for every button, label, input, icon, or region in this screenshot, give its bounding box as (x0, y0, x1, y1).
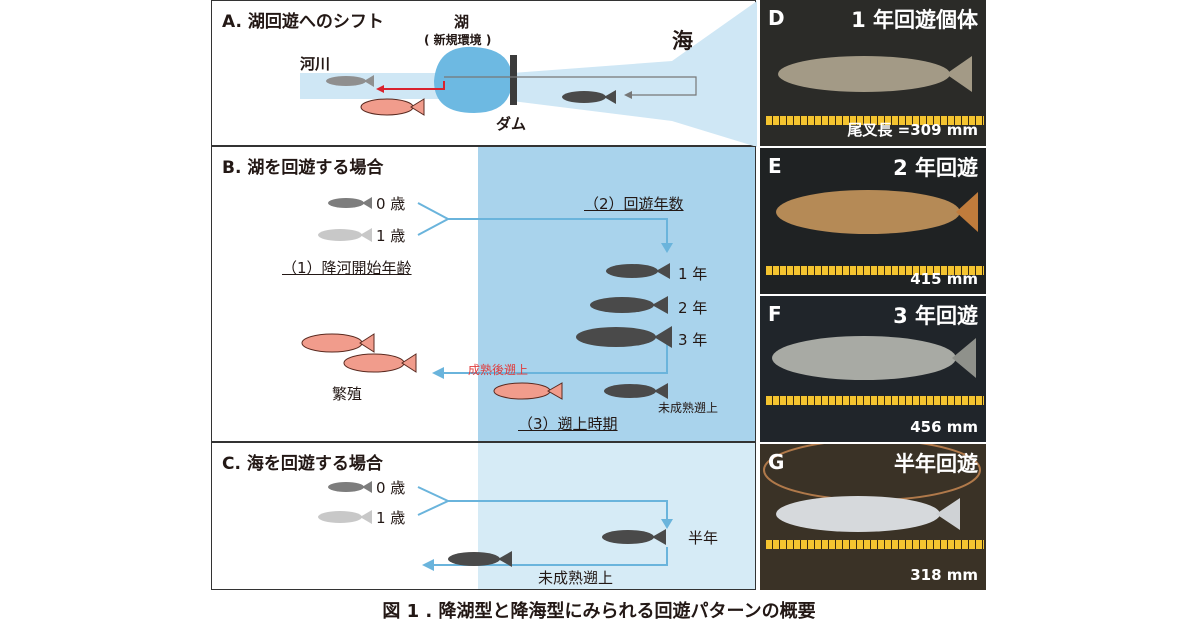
photo-g: G 半年回遊 318 mm (760, 444, 986, 590)
upstream-timing-label: （3）遡上時期 (518, 415, 618, 433)
fork-length-label: 456 mm (910, 418, 978, 436)
lake-entry-arrow (448, 218, 668, 243)
panel-c-title: C. 海を回遊する場合 (222, 454, 383, 474)
panel-c-diagram (318, 481, 673, 571)
sea-label: 海 (672, 29, 693, 53)
age1-label: 1 歳 (376, 227, 406, 245)
panel-b-title: B. 湖を回遊する場合 (222, 158, 384, 178)
panel-a: A. 湖回遊へのシフト 湖 ( (211, 0, 757, 147)
mature-upstream-label: 成熟後遡上 (468, 363, 529, 377)
sea-entry-arrow (448, 500, 668, 519)
age1-fish-icon (318, 228, 372, 242)
sea-channel (512, 1, 757, 147)
sea-fish-icon (562, 90, 616, 104)
sea-entry-arrowhead (661, 519, 673, 529)
fish-photo-d (778, 56, 972, 92)
sea-path-arrowhead (624, 91, 632, 99)
panel-b-diagram (301, 197, 673, 400)
measuring-tape (766, 396, 984, 405)
age0-label: 0 歳 (376, 195, 406, 213)
half-year-fish-icon (602, 529, 666, 545)
lake-label: 湖 (454, 13, 470, 31)
migration-years-label: （2）回遊年数 (584, 195, 684, 213)
figure-caption: 図 1 . 降湖型と降海型にみられる回遊パターンの概要 (382, 601, 816, 622)
panel-b: B. 湖を回遊する場合 0 歳 1 歳 （1）降河開始年齢 （2）回遊年数 1 … (211, 146, 756, 442)
lake-fish-3yr-icon (576, 326, 672, 348)
age-merge-lines (417, 202, 451, 236)
lake-return-arrowhead (376, 85, 384, 93)
measuring-tape (766, 266, 984, 275)
panel-c: C. 海を回遊する場合 0 歳 1 歳 半年 未成熟遡上 (211, 442, 756, 590)
age0-fish-icon (328, 481, 372, 493)
photo-title: 1 年回遊個体 (851, 8, 978, 32)
sea-path (444, 76, 697, 96)
year3-label: 3 年 (678, 331, 708, 349)
age1-label: 1 歳 (376, 509, 406, 527)
lake-fish-2yr-icon (590, 296, 668, 314)
half-year-label: 半年 (688, 529, 719, 547)
fish-photo-f (772, 336, 976, 380)
return-arrowhead (422, 559, 434, 571)
fork-length-label: 尾叉長 =309 mm (847, 121, 978, 139)
lake-sublabel: ( 新規環境 ) (424, 33, 492, 47)
age1-fish-icon (318, 510, 372, 524)
immature-upstream-label: 未成熟遡上 (538, 569, 614, 587)
lake-return-path (384, 81, 445, 90)
photo-f: F 3 年回遊 456 mm (760, 296, 986, 442)
photo-title: 半年回遊 (894, 452, 978, 476)
spawning-fish-2-icon (343, 353, 417, 373)
measuring-tape (766, 116, 984, 125)
lake-fish-1yr-icon (606, 263, 670, 279)
photo-e: E 2 年回遊 415 mm (760, 148, 986, 294)
age0-label: 0 歳 (376, 479, 406, 497)
spawning-fish-1-icon (301, 333, 375, 353)
photo-letter: F (768, 302, 782, 326)
fork-length-label: 415 mm (910, 270, 978, 288)
panel-a-title: A. 湖回遊へのシフト (222, 12, 384, 32)
fish-photo-g (763, 444, 981, 532)
river-label: 河川 (300, 55, 331, 73)
year2-label: 2 年 (678, 299, 708, 317)
mature-ascending-fish-icon (493, 382, 563, 400)
figure-frame: A. 湖回遊へのシフト 湖 ( (211, 0, 987, 630)
photo-letter: D (768, 6, 785, 30)
panel-a-diagram (300, 1, 757, 147)
age-merge-lines (417, 486, 451, 516)
spawning-fish-icon (360, 98, 425, 116)
juvenile-fish-icon (326, 75, 374, 87)
year1-label: 1 年 (678, 265, 708, 283)
photo-letter: E (768, 154, 782, 178)
photo-d: D 1 年回遊個体 尾叉長 =309 mm (760, 0, 986, 146)
breeding-label: 繁殖 (332, 385, 363, 403)
photo-title: 2 年回遊 (893, 156, 978, 180)
lake-shape (434, 46, 512, 113)
fish-photo-e (776, 190, 978, 234)
photo-letter: G (768, 450, 785, 474)
dam-label: ダム (496, 115, 527, 133)
start-age-label: （1）降河開始年齢 (282, 259, 412, 277)
lake-entry-arrowhead (661, 243, 673, 253)
age0-fish-icon (328, 197, 372, 209)
measuring-tape (766, 540, 984, 549)
photo-title: 3 年回遊 (893, 304, 978, 328)
immature-ascending-fish-icon (604, 383, 668, 399)
returning-fish-icon (448, 551, 512, 567)
dam-bar (510, 55, 517, 105)
fork-length-label: 318 mm (910, 566, 978, 584)
immature-upstream-label: 未成熟遡上 (658, 401, 719, 415)
upstream-arrowhead (432, 367, 444, 379)
upstream-arrow (444, 343, 668, 374)
